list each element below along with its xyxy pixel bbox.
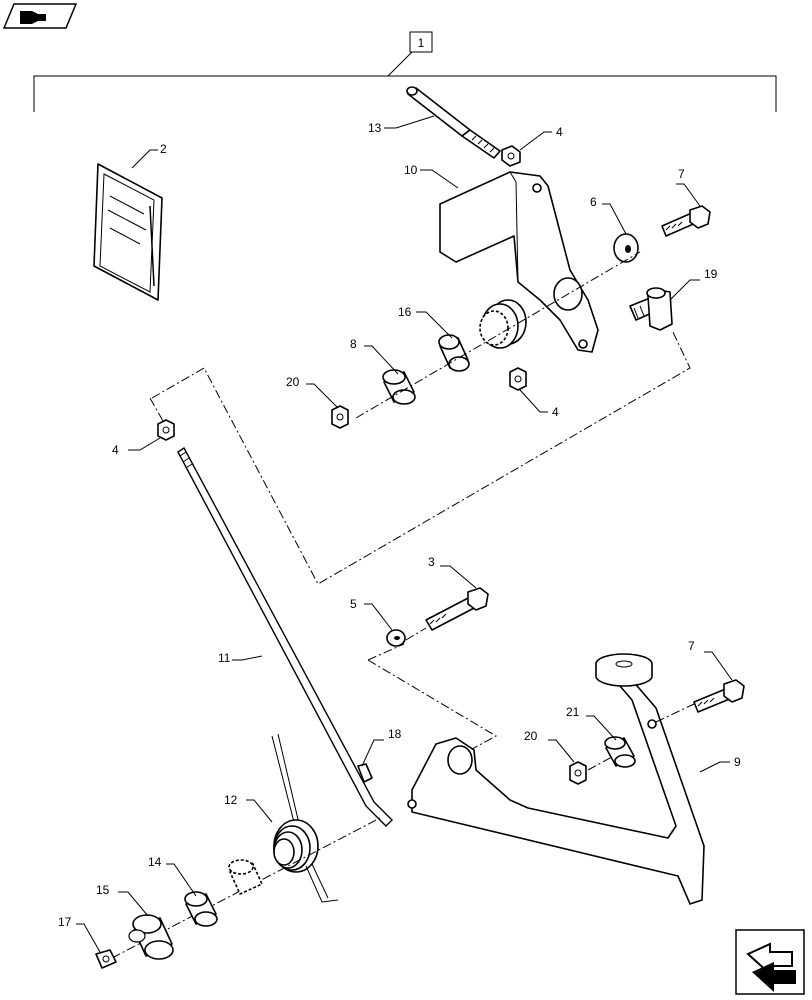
- callout-1: 1: [418, 36, 425, 50]
- bushing-large-part: [479, 299, 527, 349]
- square-nut-part: [95, 949, 117, 969]
- bushing-part: [438, 334, 470, 372]
- bolt-part: [425, 587, 489, 631]
- next-page-arrow-icon[interactable]: [735, 929, 805, 995]
- spring-part: [271, 733, 339, 903]
- callout-8: 8: [350, 337, 357, 351]
- callout-6: 6: [590, 195, 597, 209]
- nut-part: [509, 367, 527, 391]
- callout-12: 12: [224, 793, 238, 807]
- washer-part: [386, 629, 406, 647]
- callout-13: 13: [368, 121, 382, 135]
- fitting-part: [629, 287, 673, 331]
- spacer-part: [604, 736, 636, 768]
- callout-4-top: 4: [556, 125, 563, 139]
- callout-20-top: 20: [286, 375, 300, 389]
- nut-part: [569, 761, 587, 785]
- rod-part: [177, 446, 393, 827]
- callout-18: 18: [388, 727, 402, 741]
- nut-part: [331, 405, 349, 429]
- callout-2: 2: [160, 142, 167, 156]
- manual-booklet: [93, 163, 163, 301]
- pedal-part: [407, 653, 705, 905]
- callout-7-top: 7: [678, 167, 685, 181]
- callout-15: 15: [96, 883, 110, 897]
- callout-21: 21: [566, 705, 580, 719]
- bushing-part: [184, 891, 218, 927]
- bolt-part: [661, 205, 711, 237]
- callout-17: 17: [58, 915, 72, 929]
- callout-16: 16: [398, 305, 412, 319]
- callout-14: 14: [148, 855, 162, 869]
- bushing-part: [228, 859, 263, 895]
- nut-part: [501, 145, 521, 167]
- callout-5: 5: [350, 597, 357, 611]
- callout-9: 9: [734, 755, 741, 769]
- washer-part: [613, 233, 639, 263]
- callout-10: 10: [404, 163, 418, 177]
- book-reference-icon[interactable]: [2, 3, 78, 29]
- spacer-part: [128, 914, 174, 960]
- callout-3: 3: [428, 555, 435, 569]
- bracket-part: [439, 171, 599, 353]
- nut-part: [157, 419, 175, 441]
- callout-20-bottom: 20: [524, 729, 538, 743]
- spacer-part: [382, 369, 416, 405]
- callout-11: 11: [218, 651, 231, 665]
- callout-7-bottom: 7: [688, 639, 695, 653]
- callout-19: 19: [704, 267, 718, 281]
- clip-part: [357, 763, 373, 783]
- assembly-bracket: 1: [33, 31, 777, 112]
- pin-part: [406, 86, 501, 159]
- callout-4-mid: 4: [552, 405, 559, 419]
- bolt-part: [693, 679, 745, 713]
- callout-4-left: 4: [112, 443, 119, 457]
